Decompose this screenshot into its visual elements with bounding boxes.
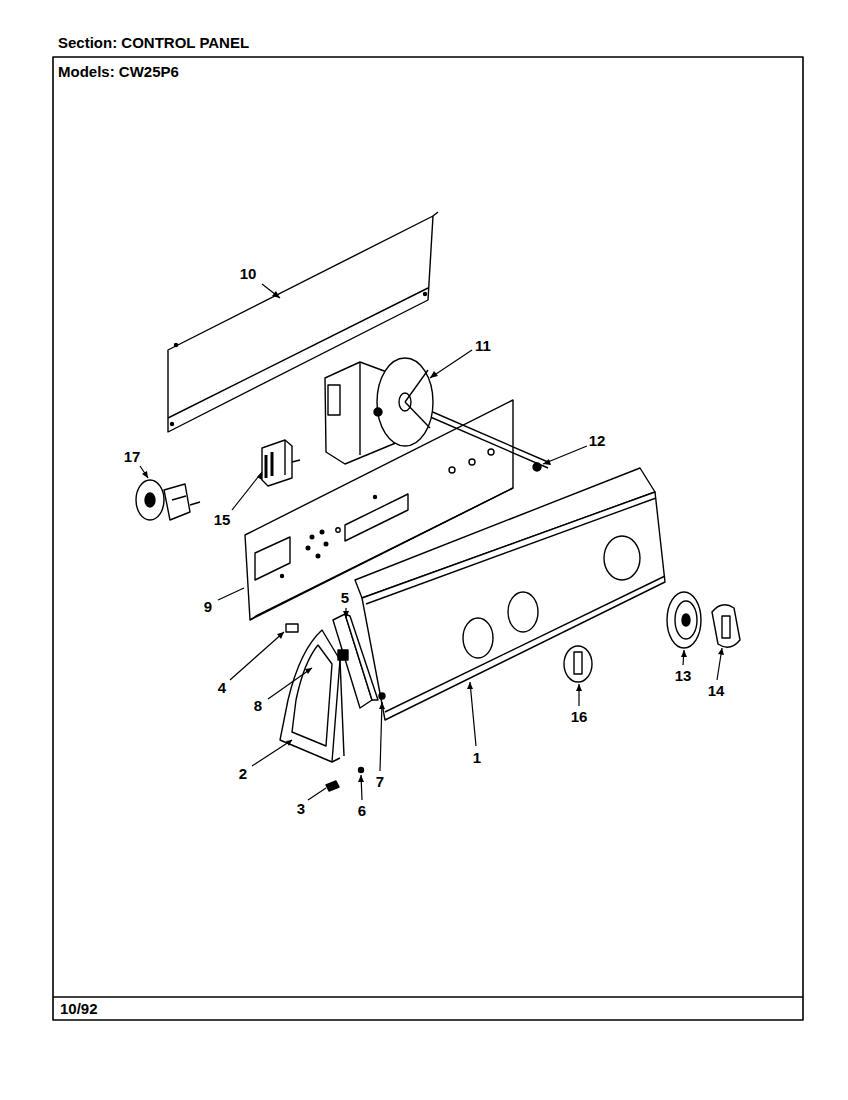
arrowheads (142, 291, 724, 782)
clip (286, 624, 298, 632)
callout-number: 5 (340, 589, 350, 606)
callout-number: 9 (203, 598, 213, 615)
footer-rule (53, 996, 803, 997)
knob (712, 605, 740, 647)
callout-number: 14 (707, 682, 726, 699)
front-console (355, 468, 665, 720)
section-heading: Section: CONTROL PANEL (58, 35, 249, 50)
selector-switch (136, 480, 200, 520)
callout-number: 10 (239, 265, 258, 282)
callout-number: 7 (375, 773, 385, 790)
screw (379, 693, 385, 699)
callout-number: 2 (238, 765, 248, 782)
leader-lines (140, 284, 722, 800)
callout-number: 12 (588, 432, 607, 449)
callout-number: 16 (570, 708, 589, 725)
nut (533, 463, 541, 471)
callout-number: 1 (472, 749, 482, 766)
screw (359, 768, 364, 773)
callout-number: 4 (217, 679, 227, 696)
revision-date: 10/92 (60, 1001, 98, 1016)
callout-number: 6 (357, 802, 367, 819)
callout-number: 8 (253, 697, 263, 714)
knob (564, 646, 592, 682)
end-cap (280, 630, 348, 762)
dial (667, 592, 701, 648)
switch (262, 440, 300, 486)
callout-number: 3 (296, 800, 306, 817)
callout-number: 11 (474, 337, 492, 354)
callout-number: 15 (213, 511, 232, 528)
page-frame (53, 57, 803, 1020)
callout-number: 13 (674, 667, 693, 684)
model-number: Models: CW25P6 (58, 64, 179, 79)
callout-number: 17 (123, 448, 142, 465)
screw (326, 781, 339, 791)
timer (325, 358, 548, 468)
